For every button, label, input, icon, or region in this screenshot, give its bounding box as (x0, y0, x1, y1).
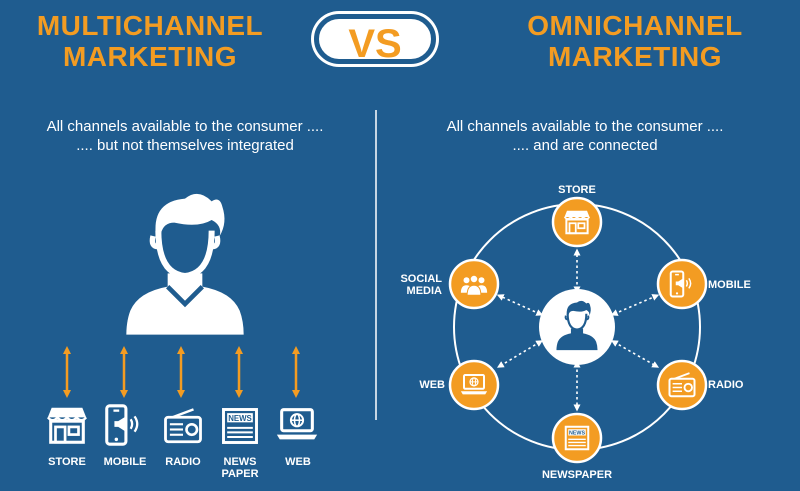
social-connector (496, 294, 544, 316)
radio-node (656, 359, 708, 411)
left-label-web: WEB (285, 456, 311, 468)
mobile-megaphone-icon (105, 404, 139, 446)
radio-connector (610, 340, 660, 368)
store-node (551, 196, 603, 248)
right-label-radio: RADIO (708, 379, 744, 391)
store-icon (46, 406, 88, 444)
right-label-social-media: SOCIAL MEDIA (400, 273, 442, 297)
vs-badge: VS (314, 14, 436, 66)
web-connector (496, 340, 544, 368)
omnichannel-connectors (496, 248, 660, 412)
omnichannel-subtitle: All channels available to the consumer .… (446, 118, 724, 154)
web-node (448, 359, 500, 411)
left-channel-arrows (63, 346, 300, 398)
social-media-node (448, 258, 500, 310)
omnichannel-title: OMNICHANNEL MARKETING (527, 10, 743, 72)
left-label-newspaper: NEWS PAPER (221, 456, 259, 480)
right-label-web: WEB (419, 379, 445, 391)
right-label-store: STORE (558, 184, 596, 196)
consumer-hub (539, 289, 615, 365)
mobile-connector (610, 294, 660, 316)
consumer-person-icon (126, 194, 243, 335)
right-label-mobile: MOBILE (708, 279, 751, 291)
multichannel-title: MULTICHANNEL MARKETING (36, 10, 264, 72)
radio-icon (163, 407, 203, 444)
mobile-node (656, 258, 708, 310)
left-channel-icons (46, 404, 319, 446)
multichannel-subtitle: All channels available to the consumer .… (46, 118, 324, 154)
newspaper-node (551, 412, 603, 464)
left-label-store: STORE (48, 456, 86, 468)
right-label-newspaper: NEWSPAPER (541, 469, 613, 481)
left-label-mobile: MOBILE (103, 456, 147, 468)
laptop-web-icon (275, 407, 319, 442)
left-label-radio: RADIO (165, 456, 201, 468)
omnichannel-nodes (448, 196, 708, 464)
newspaper-icon (222, 408, 258, 444)
